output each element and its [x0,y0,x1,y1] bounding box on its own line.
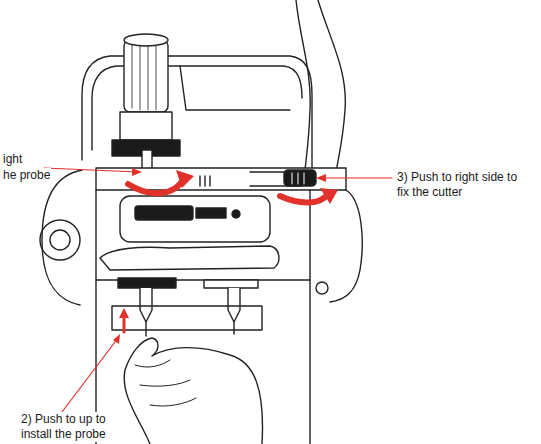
callout-label: 3) Push to right side to fix the cutter [396,170,520,200]
callout-label: ight [2,152,23,167]
callout-label: 2) Push to up to install the probe [20,412,126,442]
callout-label: he probe [2,168,51,183]
